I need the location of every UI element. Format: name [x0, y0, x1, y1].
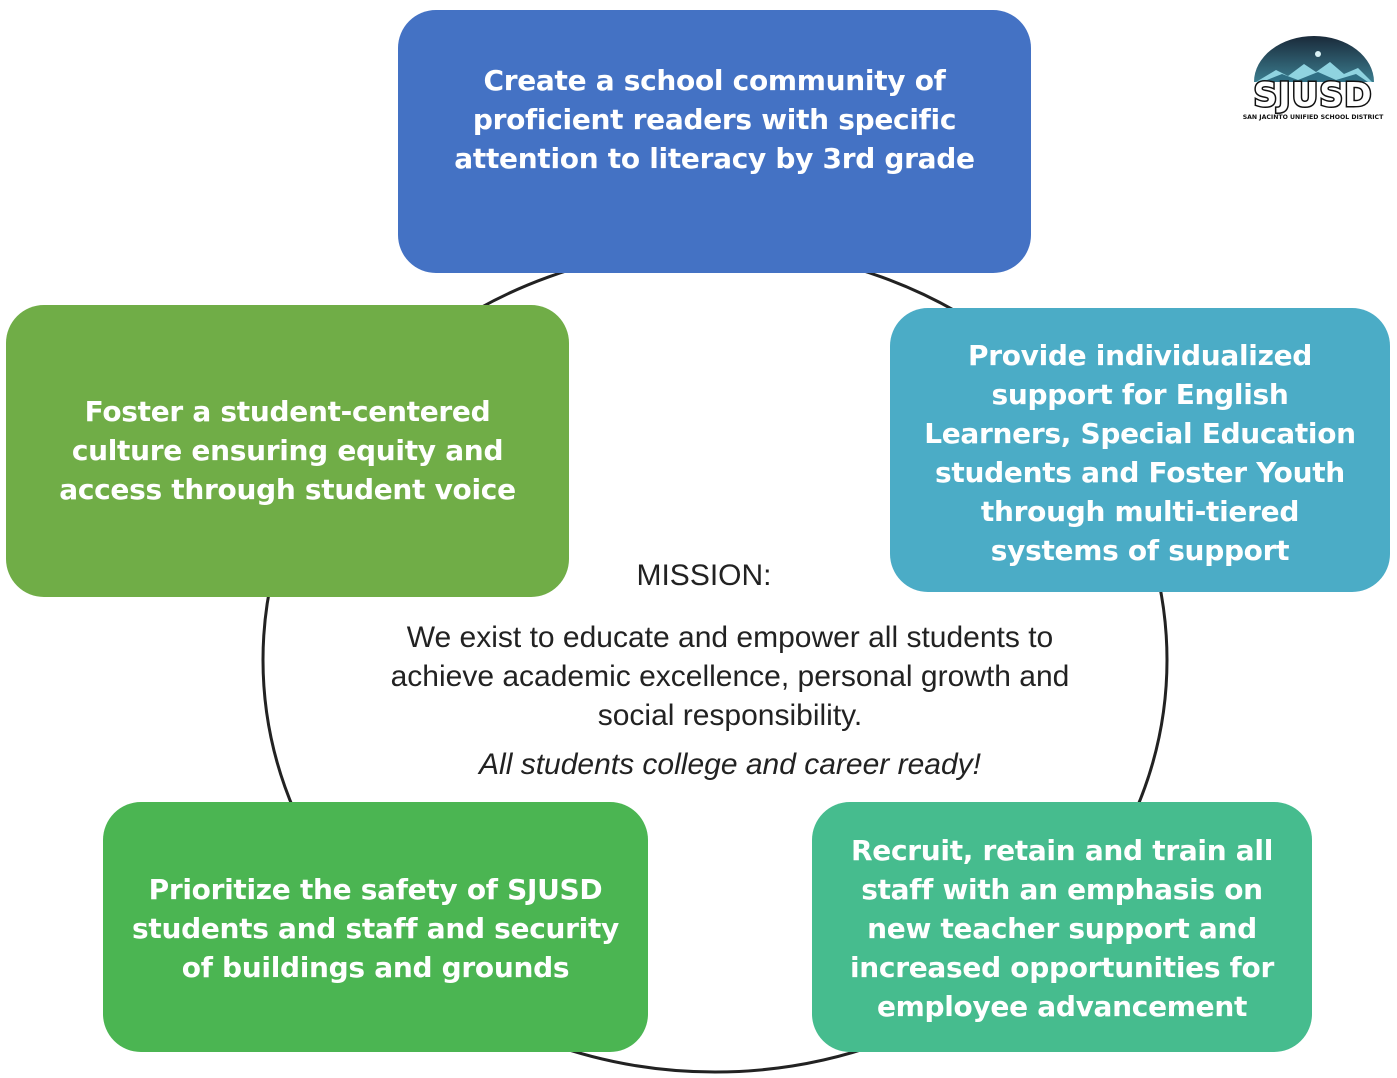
goal-safety: Prioritize the safety of SJUSD students … [103, 802, 648, 1052]
goal-literacy: Create a school community of proficient … [398, 10, 1031, 273]
mission-body: We exist to educate and empower all stud… [390, 621, 1070, 732]
goal-literacy-text: Create a school community of proficient … [454, 64, 975, 175]
sjusd-logo-icon: SJUSD SAN JACINTO UNIFIED SCHOOL DISTRIC… [1243, 36, 1384, 121]
mission-tagline: All students college and career ready! [479, 748, 981, 781]
svg-text:SAN JACINTO UNIFIED SCHOOL DIS: SAN JACINTO UNIFIED SCHOOL DISTRICT [1243, 114, 1384, 121]
sjusd-logo: SJUSD SAN JACINTO UNIFIED SCHOOL DISTRIC… [1232, 30, 1394, 126]
mission-statement: MISSION: We exist to educate and empower… [330, 556, 1130, 785]
svg-text:SJUSD: SJUSD [1253, 75, 1372, 114]
goal-staff-text: Recruit, retain and train all staff with… [850, 833, 1274, 1023]
goal-individualized-support: Provide individualized support for Engli… [890, 308, 1390, 592]
goal-student-culture: Foster a student-centered culture ensuri… [6, 305, 569, 597]
goal-staff: Recruit, retain and train all staff with… [812, 802, 1312, 1052]
goal-student-culture-text: Foster a student-centered culture ensuri… [59, 394, 516, 506]
goal-individualized-support-text: Provide individualized support for Engli… [924, 339, 1356, 567]
goal-safety-text: Prioritize the safety of SJUSD students … [132, 872, 619, 984]
mission-title: MISSION: [636, 559, 772, 592]
